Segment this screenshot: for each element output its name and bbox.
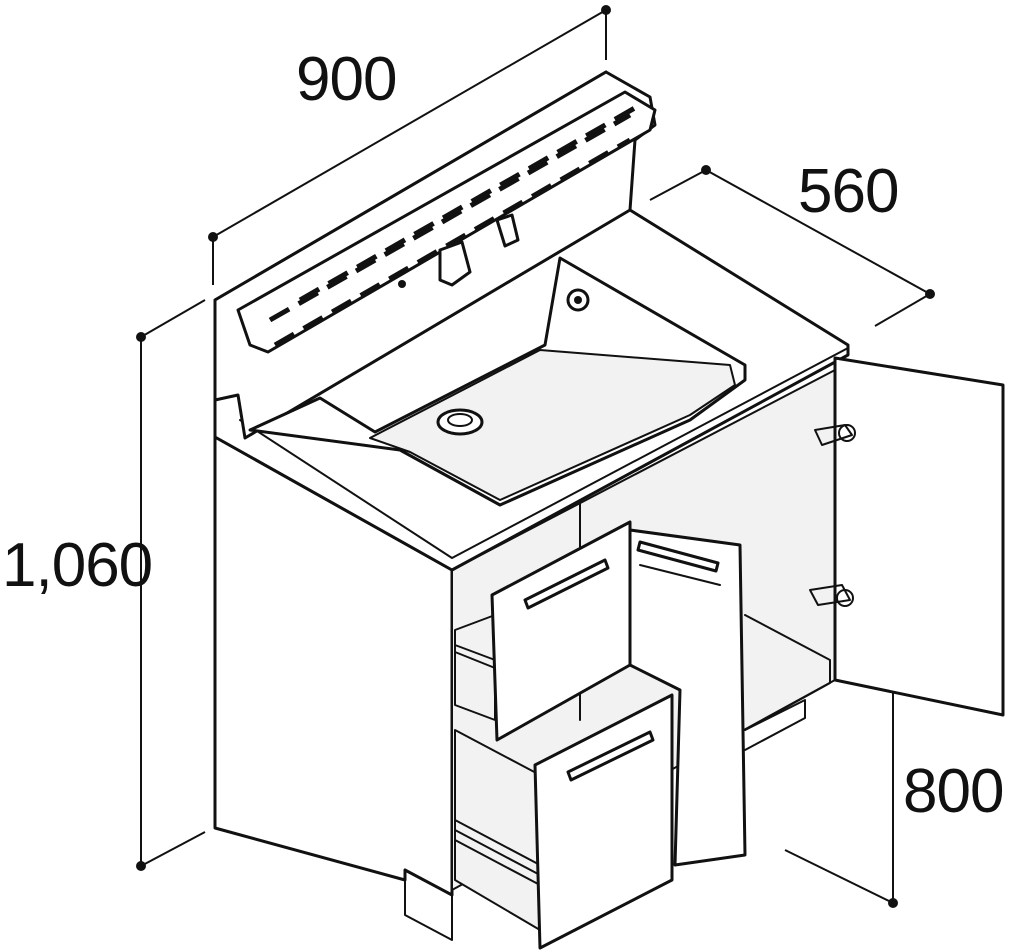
lower-hinge xyxy=(809,584,854,607)
upper-drawer-handle[interactable] xyxy=(523,558,610,610)
rail-slot-lower xyxy=(273,137,632,348)
center-door[interactable] xyxy=(628,528,747,867)
right-door[interactable] xyxy=(833,356,1005,717)
counter-height-label: 800 xyxy=(903,757,1003,826)
total-height-dimension xyxy=(136,299,206,871)
cabinet-plinth xyxy=(404,869,453,941)
depth-label: 560 xyxy=(798,157,898,226)
upper-drawer-box xyxy=(454,614,496,721)
countertop-edge xyxy=(239,347,849,559)
upper-hinge xyxy=(814,424,856,446)
lower-drawer-handle[interactable] xyxy=(566,730,655,782)
rail-slot-upper xyxy=(268,112,632,323)
total-height-label: 1,060 xyxy=(2,531,152,600)
basin-bowl xyxy=(369,349,736,501)
width-dimension xyxy=(208,5,611,285)
width-label: 900 xyxy=(296,45,396,114)
center-door-handle[interactable] xyxy=(636,540,720,573)
soap-hole xyxy=(398,280,406,288)
interior-shelf xyxy=(744,614,831,731)
lower-drawer-front[interactable] xyxy=(533,693,674,950)
depth-dimension xyxy=(649,165,935,327)
faucet xyxy=(438,240,472,287)
drain xyxy=(436,408,484,436)
